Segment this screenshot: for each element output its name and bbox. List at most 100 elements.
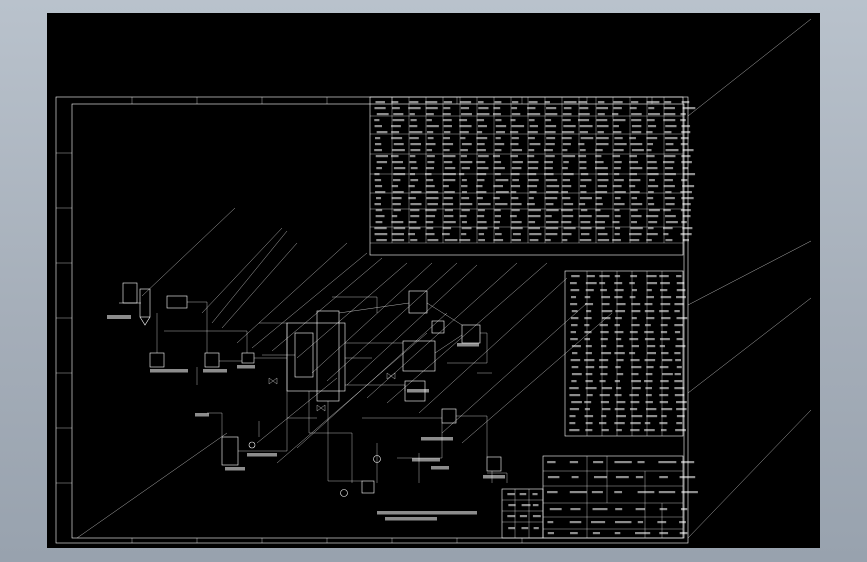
table-cell-mark (494, 143, 505, 146)
table-cell-mark (376, 131, 388, 134)
table-cell-mark (478, 107, 489, 110)
table-cell-mark (614, 422, 625, 425)
table-cell-mark (391, 101, 399, 104)
table-cell-mark (579, 239, 592, 242)
table-cell-mark (408, 197, 416, 200)
table-cell-mark (459, 215, 467, 218)
table-cell-mark (585, 387, 597, 390)
table-cell-mark (545, 191, 559, 194)
table-cell-mark (659, 366, 669, 369)
table-cell-mark (597, 233, 608, 236)
table-cell-mark (658, 461, 677, 464)
table-cell-mark (663, 227, 673, 230)
table-cell-mark (409, 227, 421, 230)
table-cell-mark (563, 101, 577, 104)
table-cell-mark (596, 215, 610, 218)
table-cell-mark (595, 227, 605, 230)
table-cell-mark (512, 161, 523, 164)
table-cell-mark (614, 324, 620, 327)
table-cell-mark (545, 227, 559, 230)
table-cell-mark (631, 373, 639, 376)
table-cell-mark (545, 221, 559, 224)
table-cell-mark (476, 227, 488, 230)
table-cell-mark (584, 296, 591, 299)
table-cell-mark (629, 107, 637, 110)
table-cell-mark (570, 532, 578, 535)
table-cell-mark (595, 191, 608, 194)
table-cell-mark (659, 401, 669, 404)
table-cell-mark (510, 203, 522, 206)
table-cell-mark (664, 137, 678, 140)
table-cell-mark (579, 125, 593, 128)
table-cell-mark (527, 185, 538, 188)
table-cell-mark (631, 113, 642, 116)
table-cell-mark (661, 317, 671, 320)
table-cell-mark (528, 167, 539, 170)
table-cell-mark (659, 422, 668, 425)
table-cell-mark (393, 143, 404, 146)
table-cell-mark (410, 143, 422, 146)
table-cell-mark (613, 131, 622, 134)
table-cell-mark (665, 143, 674, 146)
table-cell-mark (665, 125, 677, 128)
table-cell-mark (442, 173, 456, 176)
table-cell-mark (646, 275, 657, 278)
table-cell-mark (478, 155, 489, 158)
table-cell-mark (675, 359, 681, 362)
table-cell-mark (545, 179, 558, 182)
table-cell-mark (647, 125, 657, 128)
table-cell-mark (571, 366, 579, 369)
table-cell-mark (508, 527, 515, 530)
table-cell-mark (570, 338, 578, 341)
table-cell-mark (646, 119, 655, 122)
table-cell-mark (585, 429, 593, 432)
table-cell-mark (508, 504, 516, 507)
table-cell-mark (676, 408, 687, 411)
table-cell-mark (571, 380, 577, 383)
table-cell-mark (442, 203, 454, 206)
table-cell-mark (442, 113, 451, 116)
cad-drawing-canvas[interactable] (47, 13, 820, 548)
table-cell-mark (444, 209, 454, 212)
pipe-network (156, 296, 508, 483)
table-cell-mark (425, 221, 434, 224)
table-cell-mark (391, 233, 404, 236)
table-cell-mark (570, 289, 580, 292)
table-cell-mark (477, 209, 485, 212)
table-cell-mark (561, 191, 568, 194)
table-cell-mark (476, 113, 490, 116)
table-cell-mark (425, 215, 436, 218)
table-cell-mark (599, 394, 610, 397)
table-cell-mark (630, 209, 638, 212)
table-cell-mark (528, 197, 534, 200)
table-cell-mark (681, 161, 692, 164)
table-cell-mark (512, 101, 519, 104)
table-cell-mark (629, 233, 642, 236)
table-cell-mark (578, 203, 586, 206)
table-cell-mark (600, 338, 608, 341)
table-cell-mark (478, 233, 485, 236)
table-cell-mark (561, 131, 575, 134)
table-cell-mark (612, 239, 621, 242)
table-cell-mark (493, 167, 505, 170)
table-cell-mark (664, 179, 673, 182)
table-cell-mark (585, 366, 595, 369)
table-cell-mark (676, 296, 686, 299)
table-cell-mark (409, 137, 419, 140)
table-cell-mark (674, 324, 684, 327)
table-cell-mark (679, 476, 696, 479)
table-cell-mark (510, 227, 523, 230)
table-cell-mark (615, 317, 622, 320)
table-cell-mark (376, 239, 387, 242)
table-cell-mark (600, 289, 607, 292)
table-cell-mark (563, 161, 569, 164)
table-cell-mark (532, 504, 539, 507)
table-cell-mark (511, 197, 519, 200)
table-cell-mark (374, 119, 380, 122)
table-cell-mark (476, 161, 486, 164)
table-cell-mark (493, 113, 501, 116)
table-cell-mark (646, 317, 655, 320)
table-cell-mark (614, 289, 624, 292)
table-cell-mark (528, 209, 541, 212)
table-cell-mark (510, 155, 518, 158)
